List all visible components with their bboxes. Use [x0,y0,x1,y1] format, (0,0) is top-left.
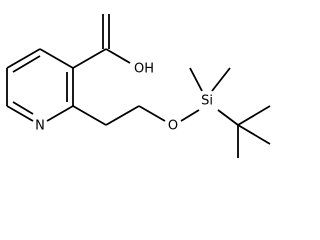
bond-tbu-methyl-1 [237,105,271,126]
bond-si-tbu [217,109,239,126]
atom-label-n: N [35,119,45,134]
chemical-structure-diagram: N OH O Si [6,14,271,158]
bond-tbu-methyl-2 [237,124,271,145]
bond-double-inner-3 [12,101,34,115]
tert-butyldimethylsilyl-group [189,67,271,158]
ethoxy-chain [72,105,200,126]
molecule-drawing: N OH O Si [6,14,271,158]
bond-c6-c5 [6,48,41,69]
pyridine-ring [6,48,74,122]
bond-ch2-o [138,105,166,122]
bond-ch2-ch2 [105,105,140,126]
bond-double-inner-1 [12,55,41,73]
bond-o-si [180,109,200,122]
bond-c-oh [105,48,131,64]
bond-c3-c2 [46,105,74,122]
bond-c5-c4 [39,48,74,69]
carboxylic-acid-group [72,14,131,69]
bond-ring-carboxyl [72,48,107,69]
bond-si-methyl-1 [189,67,203,92]
bond-n1-c6 [6,105,34,122]
bond-si-methyl-2 [211,67,231,92]
atom-label-si: Si [201,94,213,109]
atom-label-o: O [168,119,178,134]
atom-label-oh: OH [134,62,154,77]
bond-ring-ch2 [72,105,107,126]
